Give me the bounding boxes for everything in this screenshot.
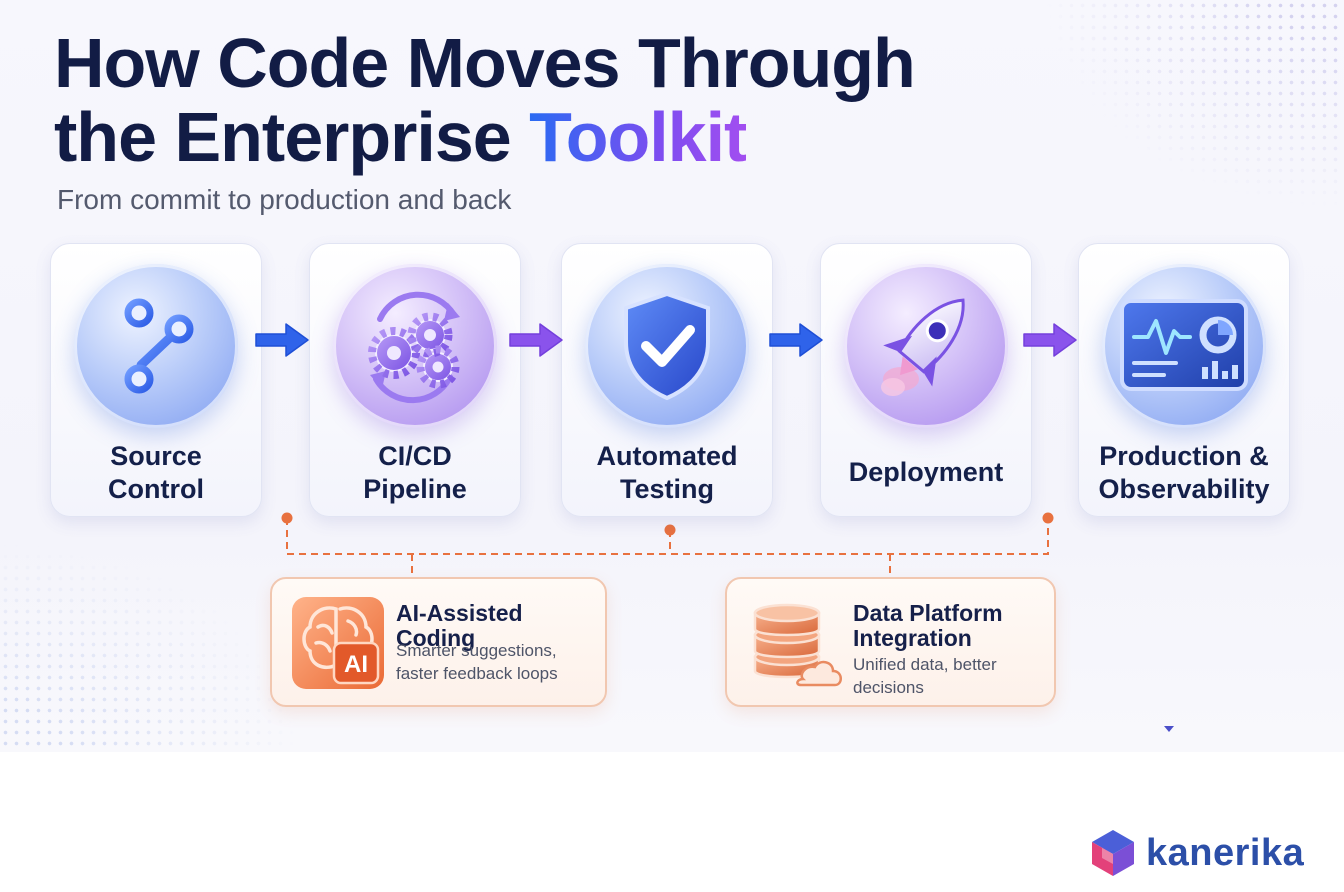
shield-check-icon (585, 264, 749, 428)
feature-title: Data Platform Integration (853, 600, 1003, 651)
stage-card-deployment: Deployment (820, 243, 1032, 517)
arrow-right-icon (255, 323, 309, 357)
stage-label: Production & Observability (1098, 441, 1270, 504)
dot-pattern-top-right (1044, 0, 1344, 210)
decorative-mark (1164, 726, 1174, 732)
svg-text:AI: AI (344, 651, 368, 678)
stage-card-automated-testing: Automated Testing (561, 243, 773, 517)
git-branch-icon (74, 264, 238, 428)
dot-pattern-bottom-left (0, 540, 300, 752)
stage-card-source-control: Source Control (50, 243, 262, 517)
stage-label: Source Control (108, 441, 204, 504)
feature-card-data-platform-integration: Data Platform Integration Unified data, … (725, 577, 1056, 707)
arrow-right-icon (509, 323, 563, 357)
database-cloud-icon (753, 603, 842, 687)
stage-label: Automated Testing (596, 441, 738, 504)
title-line-2: the Enterprise (54, 98, 530, 176)
stage-label: CI/CD Pipeline (363, 441, 467, 504)
ai-brain-icon: AI (292, 597, 384, 689)
feature-description: Unified data, better decisions (853, 655, 997, 697)
title-line-1: How Code Moves Through (54, 24, 916, 102)
gears-cycle-icon (333, 264, 497, 428)
stage-label: Deployment (848, 457, 1004, 487)
arrow-right-icon (769, 323, 823, 357)
kanerika-cube-logo (1092, 830, 1134, 876)
feature-card-ai-assisted-coding: AI AI-Assisted Coding Smarter suggestion… (270, 577, 607, 707)
brand-logo: kanerika (1090, 828, 1304, 878)
rocket-icon (844, 264, 1008, 428)
feature-description: Smarter suggestions, faster feedback loo… (396, 641, 558, 683)
page-subtitle: From commit to production and back (57, 184, 512, 215)
feature-title: AI-Assisted Coding (396, 600, 523, 651)
feature-connectors (281, 512, 1054, 580)
stage-card-ci-cd-pipeline: CI/CD Pipeline (309, 243, 521, 517)
arrow-right-icon (1023, 323, 1077, 357)
stage-card-production-observability: Production & Observability (1078, 243, 1290, 517)
brand-name: kanerika (1146, 831, 1305, 874)
dashboard-monitor-icon (1102, 264, 1266, 428)
page-title: How Code Moves Through the Enterprise To… (54, 24, 916, 176)
title-highlight: Toolkit (529, 98, 747, 176)
